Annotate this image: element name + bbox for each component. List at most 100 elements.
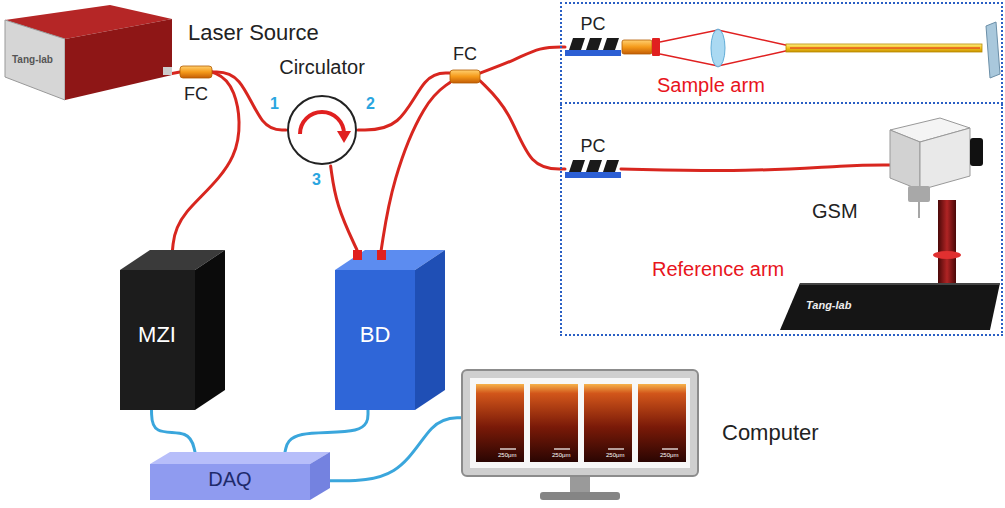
optical-fiber [480,47,565,73]
sample-arm-region: Sample arm PC [560,2,1003,104]
monitor-screen [470,378,690,468]
box-side [195,250,225,410]
laser-source-box: Laser Source [5,5,172,100]
brand-label: Tang-lab [12,55,53,65]
optical-fiber [381,82,450,250]
node-outline [5,5,172,100]
node-label: GSM [812,200,858,223]
box-side [415,250,445,410]
optical-fiber [480,81,565,169]
scale-bar [554,448,570,449]
monitor-bezel [462,370,698,476]
stand-ring [933,251,961,259]
collimator-cap [652,38,660,56]
scale-label: 250μm [660,452,678,458]
box-front [150,464,310,500]
node-label: PC [580,136,605,157]
oct-image [584,384,632,462]
port-number: 2 [366,96,375,112]
node-label: BD [360,322,391,347]
beam-line [790,48,980,49]
optical-fiber [621,165,890,171]
galvo-scanner: GSM [890,118,985,218]
polarization-controller: PC [565,38,621,56]
monitor-neck [570,476,590,494]
stand-pole [938,200,956,290]
pc-base [565,172,621,178]
scale-bar [662,448,678,449]
pc-base [565,50,621,56]
galvo-lens [970,138,983,166]
probe-holder [908,186,930,202]
oct-image [530,384,578,462]
node-label: Circulator [279,56,365,79]
pc-paddle [586,38,602,50]
detector-plug [353,250,362,260]
balanced-detector-box: BD [335,250,445,410]
sample-optics [622,22,1000,78]
base-edge [800,283,1000,285]
polarization-controller: PC [565,160,621,178]
port-number: 3 [312,172,321,188]
port-number: 1 [270,96,279,112]
fiber-rod [786,44,982,52]
node-label: Sample arm [657,74,765,97]
computer-monitor: Computer [462,370,698,476]
scale-label: 250μm [552,452,570,458]
optical-fiber [173,72,240,250]
node-label: MZI [138,322,176,347]
scale-bar [608,448,624,449]
scale-bar [500,448,516,449]
galvo-side [920,128,970,190]
pc-paddle [569,38,585,50]
beam-line [660,30,790,66]
signal-cable [152,410,196,452]
node-outline [450,68,480,85]
node-label: PC [580,14,605,35]
mzi-box: MZI [120,250,225,410]
oct-image [638,384,686,462]
pc-paddle [603,160,619,172]
circulator-circle: Circulator [286,94,358,166]
node-label: FC [184,84,208,105]
box-top [150,452,330,464]
scale-label: 250μm [606,452,624,458]
box-front [5,20,65,100]
node-outline [180,64,212,80]
monitor-stand [540,476,620,500]
stand-base [780,283,1000,330]
node-label: Laser Source [188,20,319,45]
lens [711,29,725,67]
box-side [65,19,172,100]
pc-paddle [586,160,602,172]
scale-label: 250μm [498,452,516,458]
probe-needle [918,202,920,218]
pc-paddle [603,38,619,50]
monitor-foot [540,492,620,500]
node-outline [565,160,621,178]
galvo-stand [780,200,1000,330]
pc-paddle [569,160,585,172]
optical-fiber [358,73,450,130]
laser-port [163,67,172,75]
mirror [986,22,1000,78]
oct-image [476,384,524,462]
signal-cable [285,410,368,452]
node-label: FC [453,44,477,65]
node-outline [565,38,621,56]
box-front [120,270,195,410]
reference-arm-region: Reference arm PC GSM [560,104,1003,336]
optical-fiber [212,72,286,130]
node-label: Reference arm [652,258,784,281]
box-front [335,270,415,410]
daq-box: DAQ [150,452,330,500]
fiber-coupler: FC [180,64,212,80]
box-side [310,452,330,500]
node-outline [286,94,358,166]
arrow-head [337,131,351,143]
circulator-ring [288,96,356,164]
coupler-body [450,70,480,83]
